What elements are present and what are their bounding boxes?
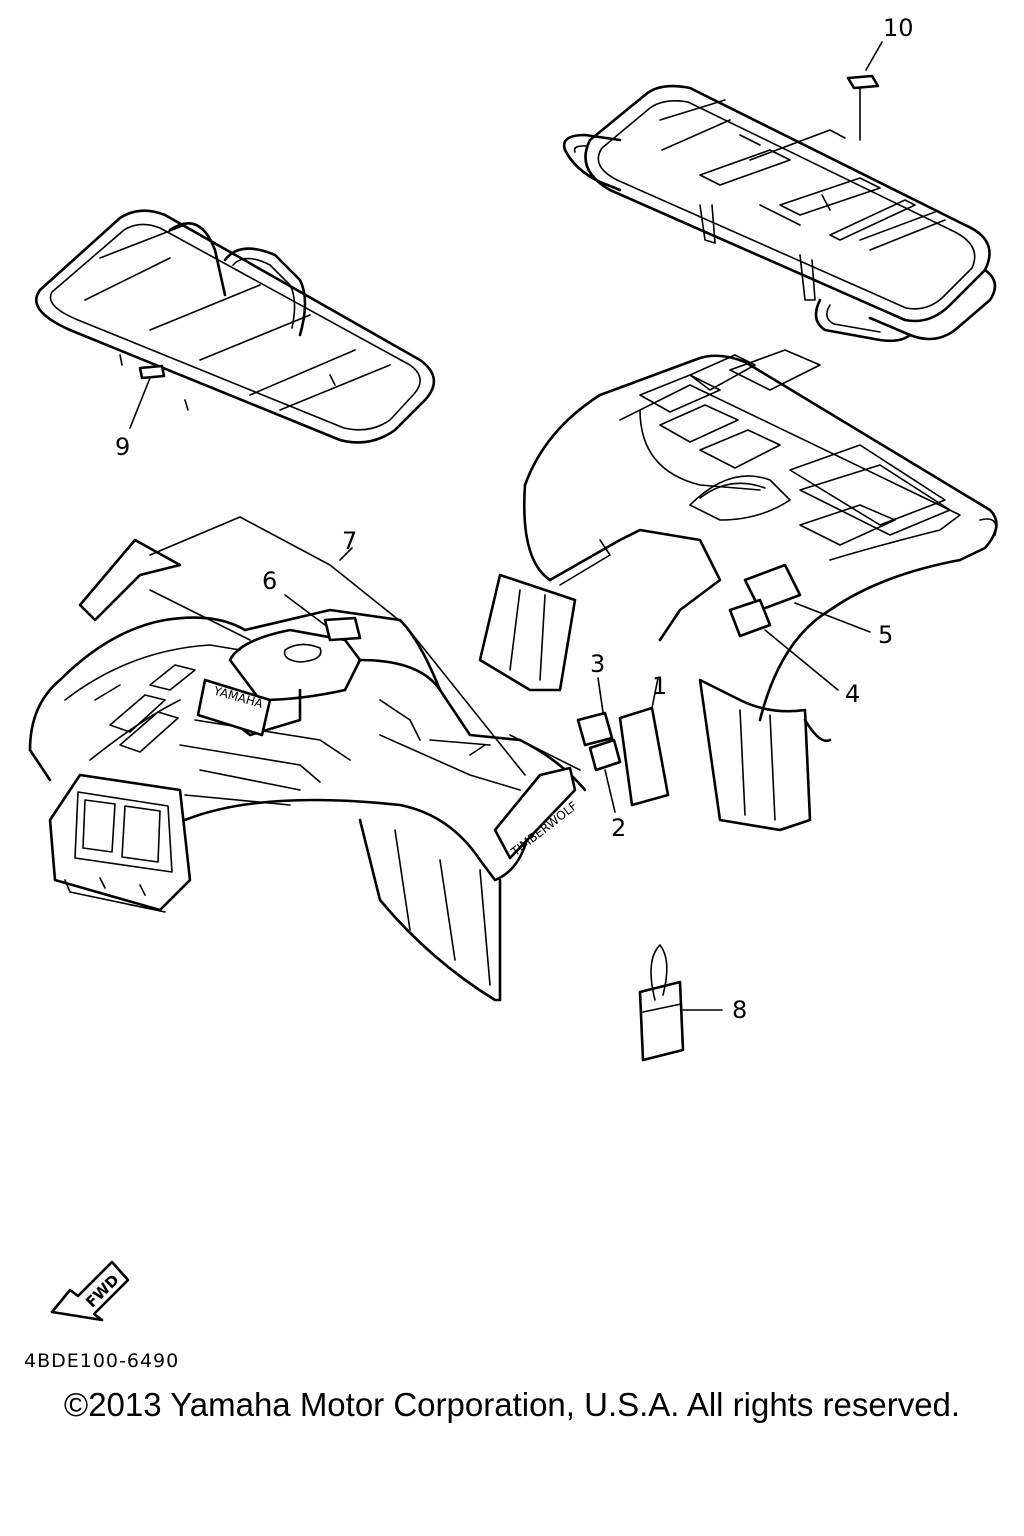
yamaha-decal: YAMAHA [196,678,272,737]
rear-carrier-rack [562,84,997,343]
callout-10-leader [865,41,883,71]
decal-4 [728,598,839,691]
decal-6 [284,594,362,642]
headlight-housing [48,773,192,913]
callout-7: 7 [342,527,357,555]
decal-1 [618,677,670,807]
callout-1: 1 [652,672,667,700]
front-fender [28,608,587,1002]
callout-3: 3 [590,650,605,678]
callout-6: 6 [262,567,277,595]
forward-arrow: FWD [50,1260,130,1322]
callout-10: 10 [883,14,914,42]
decal-7: TIMBERWOLF [78,516,581,859]
hang-tag-8 [638,944,723,1062]
front-carrier-rack [35,209,436,444]
callout-8: 8 [732,996,747,1024]
callout-4: 4 [845,680,860,708]
copyright-notice: ©2013 Yamaha Motor Corporation, U.S.A. A… [63,1386,961,1423]
callout-5: 5 [878,621,893,649]
decal-3 [576,677,614,747]
decal-2 [588,738,622,813]
diagram-code: 4BDE100-6490 [24,1350,179,1372]
part-10-label [846,74,880,141]
part-9-label [129,364,166,429]
callout-2: 2 [611,814,626,842]
decal-5 [743,563,871,633]
callout-9: 9 [115,433,130,461]
rear-fender [478,349,998,832]
